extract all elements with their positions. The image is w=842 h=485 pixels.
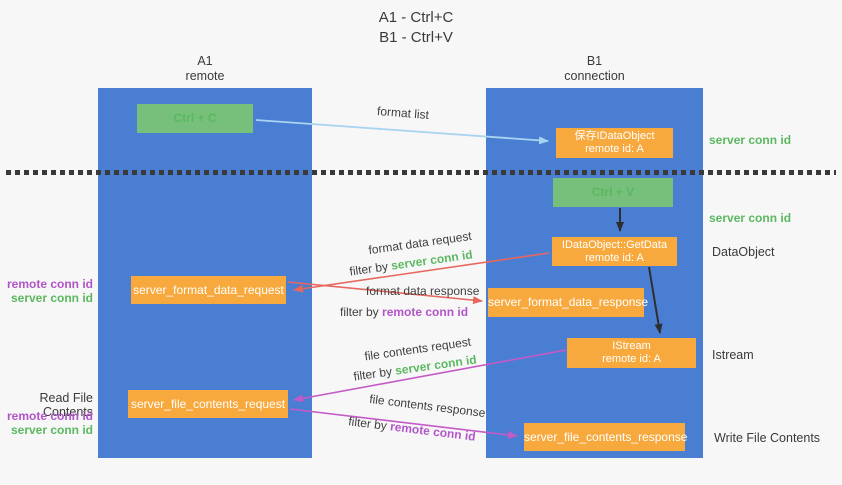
box-server-file-contents-request: server_file_contents_request xyxy=(128,390,288,418)
remote-conn-id-text: remote conn id xyxy=(382,305,469,319)
title-line-ctrl-v: B1 - Ctrl+V xyxy=(379,29,453,46)
right-label-server-conn-id-mid: server conn id xyxy=(709,211,792,225)
column-header-a1-remote: A1 remote xyxy=(98,54,312,84)
box-idataobject-getdata: IDataObject::GetData remote id: A xyxy=(552,237,677,266)
box-server-format-data-request-label: server_format_data_request xyxy=(133,282,284,297)
remote-conn-id-text: remote conn id xyxy=(389,419,477,444)
box-server-file-contents-response: server_file_contents_response xyxy=(524,423,688,451)
box-istream: IStream remote id: A xyxy=(567,338,696,368)
filter-by-text: filter by xyxy=(352,364,393,384)
left-label-conn-ids-top: remote conn id server conn id xyxy=(0,277,93,305)
filter-by-text: filter by xyxy=(348,259,389,279)
filter-by-text: filter by xyxy=(347,414,388,433)
box-idataobject-getdata-line2: remote id: A xyxy=(585,251,644,264)
title-line-ctrl-c: A1 - Ctrl+C xyxy=(378,9,454,26)
label-filter-by-server-conn-id-1: filter by server conn id xyxy=(349,247,474,278)
box-save-idataobject: 保存IDataObject remote id: A xyxy=(556,128,673,158)
box-server-file-contents-response-label: server_file_contents_response xyxy=(524,429,688,444)
left-remote-conn-id-top: remote conn id xyxy=(6,277,93,291)
label-filter-by-remote-conn-id-1: filter by remote conn id xyxy=(340,305,468,319)
box-server-format-data-request: server_format_data_request xyxy=(131,276,286,304)
column-b1-name: B1 xyxy=(586,54,603,68)
label-format-data-response: format data response xyxy=(366,284,480,298)
right-label-write-file-contents: Write File Contents xyxy=(714,431,821,445)
column-a1-name: A1 xyxy=(197,54,213,68)
box-save-idataobject-line2: remote id: A xyxy=(585,143,644,155)
left-remote-conn-id-bottom: remote conn id xyxy=(6,409,93,423)
box-istream-line1: IStream xyxy=(612,340,651,352)
right-label-istream: Istream xyxy=(712,348,754,362)
copy-paste-divider-dotted-line xyxy=(6,170,836,175)
label-format-list: format list xyxy=(376,103,430,123)
filter-by-text: filter by xyxy=(340,305,379,319)
left-label-conn-ids-bottom: remote conn id server conn id xyxy=(0,409,93,437)
box-istream-line2: remote id: A xyxy=(602,353,661,365)
right-label-server-conn-id-top: server conn id xyxy=(709,133,792,147)
label-file-contents-response: file contents response xyxy=(368,391,487,421)
box-save-idataobject-line1: 保存IDataObject xyxy=(574,130,655,142)
left-server-conn-id-top: server conn id xyxy=(10,291,93,305)
column-header-b1-connection: B1 connection xyxy=(486,54,703,84)
box-ctrl-c: Ctrl + C xyxy=(137,104,253,133)
box-ctrl-v: Ctrl + V xyxy=(553,178,673,207)
box-ctrl-c-label: Ctrl + C xyxy=(173,111,217,125)
label-filter-by-remote-conn-id-2: filter by remote conn id xyxy=(348,414,477,444)
box-server-format-data-response-label: server_format_data_response xyxy=(488,295,649,309)
left-server-conn-id-bottom: server conn id xyxy=(10,423,93,437)
column-b1-subtitle: connection xyxy=(564,69,625,83)
box-idataobject-getdata-line1: IDataObject::GetData xyxy=(561,238,668,251)
diagram-title: A1 - Ctrl+C B1 - Ctrl+V xyxy=(0,8,832,48)
box-server-format-data-response: server_format_data_response xyxy=(488,288,649,317)
right-label-dataobject: DataObject xyxy=(712,245,775,259)
column-a1-subtitle: remote xyxy=(185,69,225,83)
box-server-file-contents-request-label: server_file_contents_request xyxy=(130,396,286,411)
box-ctrl-v-label: Ctrl + V xyxy=(591,185,635,199)
left-label-read-file-contents: Read File Contents xyxy=(39,391,94,419)
